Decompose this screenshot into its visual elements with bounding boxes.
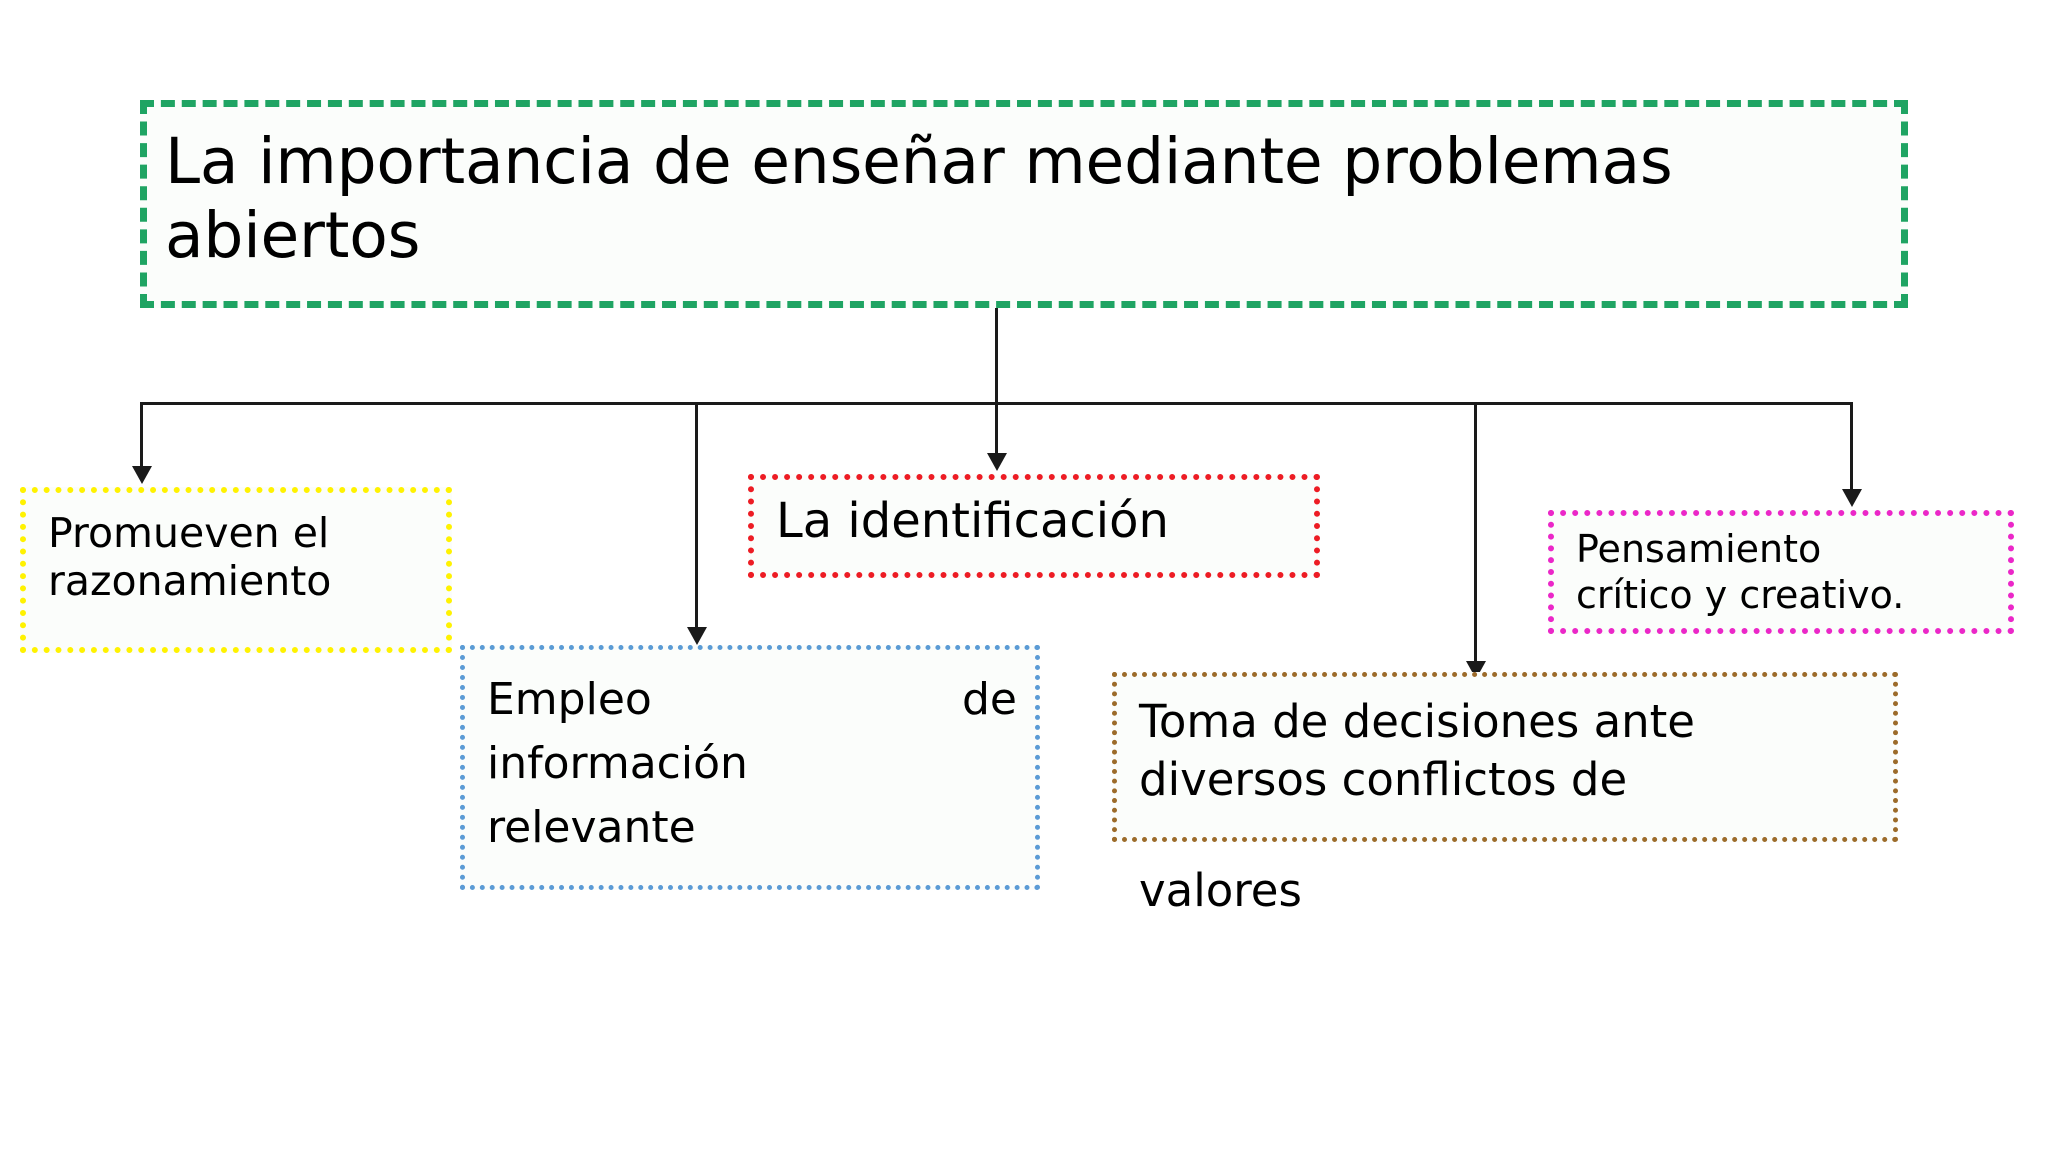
node-pensamiento-line1: Pensamiento <box>1576 527 1822 571</box>
node-empleo-line1-left: Empleo <box>487 674 652 725</box>
node-toma-decisiones-line2: diversos conflictos de <box>1139 752 1628 806</box>
node-empleo-line1: Empleo de <box>487 668 1017 732</box>
connector-branch-empleo <box>695 403 698 629</box>
arrowhead-pensamiento <box>1842 489 1862 507</box>
node-empleo-line2: información <box>487 738 748 790</box>
title-text: La importancia de enseñar mediante probl… <box>165 125 1693 273</box>
node-toma-decisiones-line3: valores <box>1139 864 1302 917</box>
title-box[interactable]: La importancia de enseñar mediante probl… <box>140 100 1908 308</box>
node-empleo-line3: relevante <box>487 802 696 854</box>
connector-branch-toma-decisiones <box>1474 403 1477 663</box>
node-pensamiento-line2: crítico y creativo. <box>1576 573 1905 618</box>
node-empleo-line1-right: de <box>962 674 1017 725</box>
node-pensamiento-critico-creativo[interactable]: Pensamiento crítico y creativo. <box>1548 510 2014 634</box>
connector-branch-identificacion <box>995 403 998 455</box>
node-promueven-text: Promueven el razonamiento <box>48 509 343 606</box>
node-identificacion-text: La identificación <box>776 493 1169 549</box>
node-la-identificacion[interactable]: La identificación <box>748 474 1320 578</box>
arrowhead-promueven <box>132 466 152 484</box>
node-toma-decisiones-line1: Toma de decisiones ante <box>1139 695 1695 748</box>
connector-branch-promueven <box>140 402 143 468</box>
connector-branch-pensamiento <box>1850 403 1853 491</box>
arrowhead-empleo <box>687 627 707 645</box>
connector-trunk-upper <box>995 308 998 404</box>
arrowhead-identificacion <box>987 453 1007 471</box>
node-toma-de-decisiones[interactable]: Toma de decisiones ante diversos conflic… <box>1112 672 1898 917</box>
node-empleo-de-informacion-relevante[interactable]: Empleo de información relevante <box>460 645 1040 890</box>
node-promueven-el-razonamiento[interactable]: Promueven el razonamiento <box>20 487 452 653</box>
